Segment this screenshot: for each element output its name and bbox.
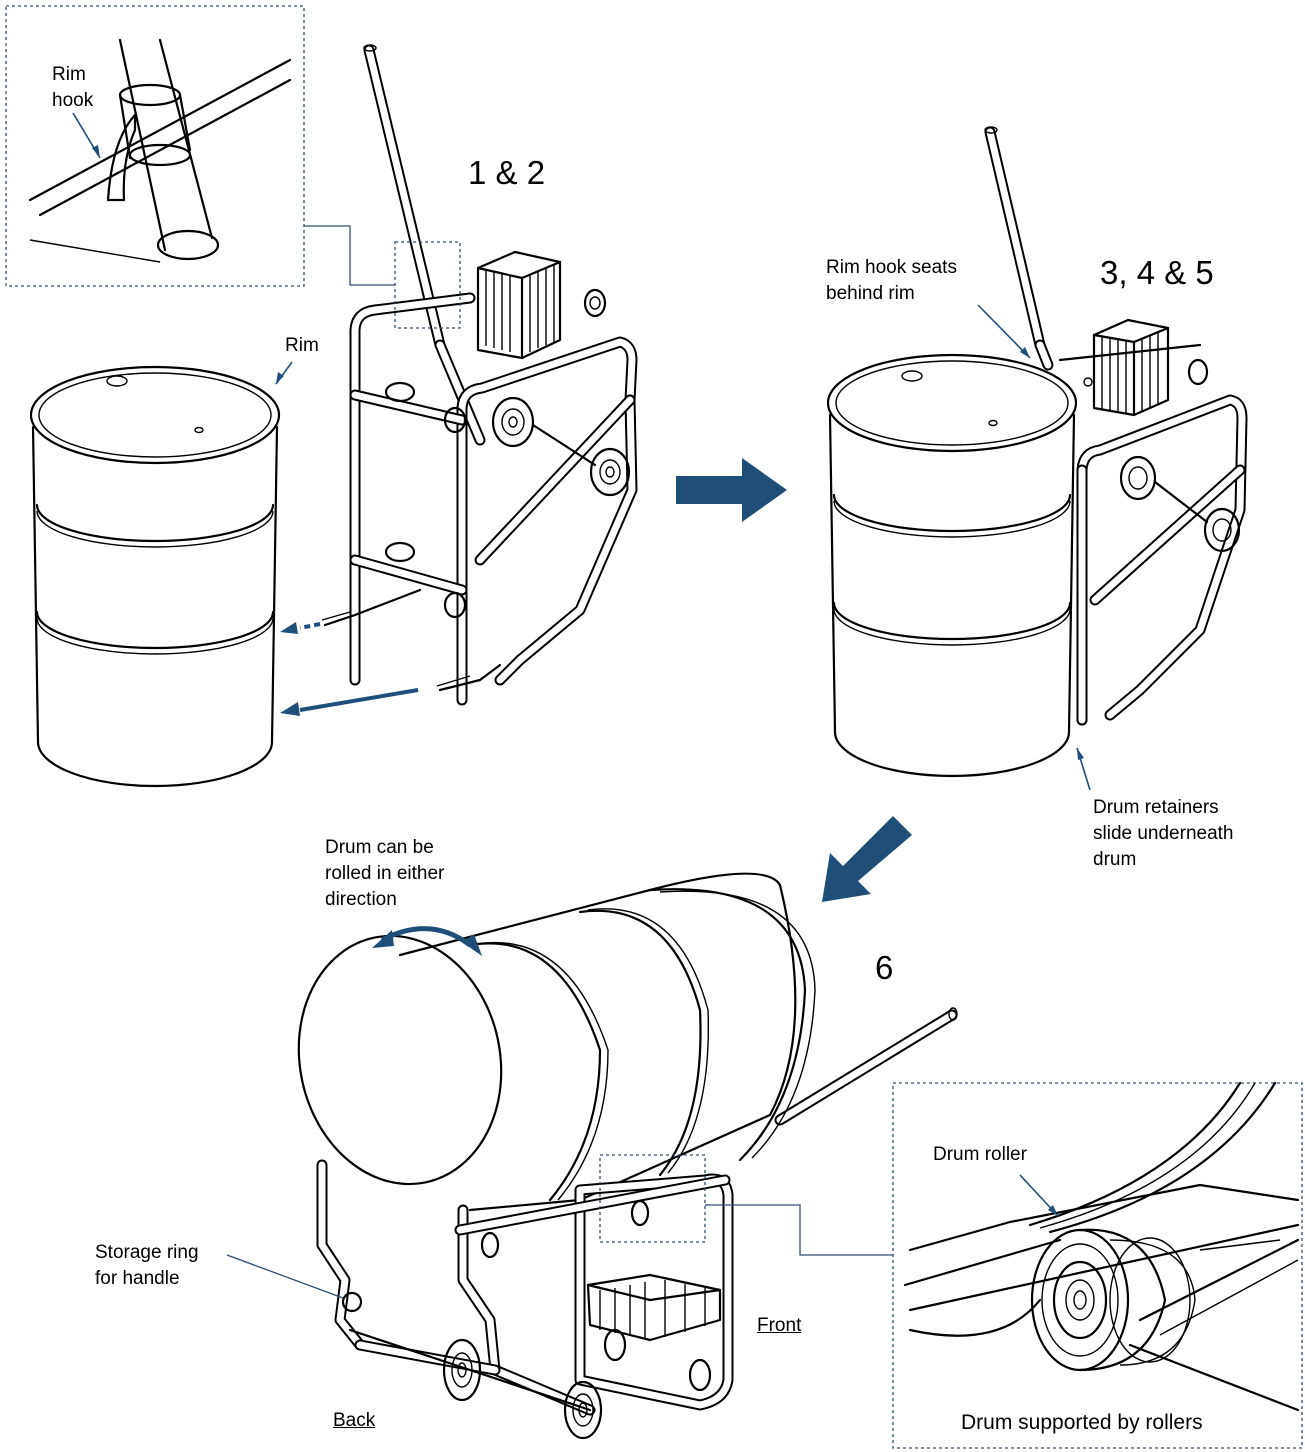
step3-wheel-a: [442, 1338, 482, 1402]
step3-assembly: [297, 872, 958, 1440]
step1-roller-b: [589, 447, 631, 497]
step1-basket: [476, 250, 562, 360]
rim-label: Rim: [285, 335, 319, 356]
back-label: Back: [333, 1410, 376, 1431]
storage-ring-label: Storage ring for handle: [95, 1242, 199, 1289]
rim-hook-detail-box: [394, 241, 461, 329]
step1-drum: [29, 365, 281, 788]
rim-hook-callout-box: [5, 5, 305, 287]
drum-roller-callout-box: [892, 1082, 1303, 1449]
rim-hook-label: Rim hook: [52, 64, 94, 111]
step2-cart: [984, 126, 1248, 726]
front-label: Front: [757, 1315, 802, 1336]
drum-roller-label: Drum roller: [933, 1144, 1027, 1165]
next-step-arrow-right: [676, 458, 787, 522]
step3-wheel-b: [563, 1380, 603, 1440]
detail-roller-wheel: [1030, 1228, 1196, 1372]
step-label-6: 6: [875, 949, 894, 986]
step1-cart: [321, 44, 638, 706]
step3-basket: [586, 1273, 722, 1342]
step2-roller-a: [1119, 455, 1157, 501]
step-label-1-2: 1 & 2: [468, 154, 546, 191]
step2-basket: [1092, 318, 1170, 417]
step-label-3-4-5: 3, 4 & 5: [1100, 254, 1214, 291]
slide-arrow-upper: [280, 622, 321, 634]
storage-ring: [341, 1291, 363, 1313]
step2-drum: [826, 353, 1078, 778]
drum-roll-direction-label: Drum can be rolled in either direction: [325, 837, 445, 910]
rim-hook-detail: [28, 38, 292, 263]
next-step-arrow-diagonal: [822, 816, 912, 902]
drum-retainers-label: Drum retainers slide underneath drum: [1093, 797, 1234, 870]
slide-arrow-lower: [280, 688, 419, 716]
step1-roller-a: [491, 396, 535, 448]
step1-roller-c: [384, 381, 467, 619]
drum-supported-caption: Drum supported by rollers: [961, 1411, 1203, 1434]
roll-direction-arrow: [372, 926, 482, 956]
step2-roller-b: [1203, 507, 1241, 553]
rim-hook-seats-label: Rim hook seats behind rim: [826, 257, 957, 304]
drum-roller-detail: [903, 1081, 1300, 1412]
